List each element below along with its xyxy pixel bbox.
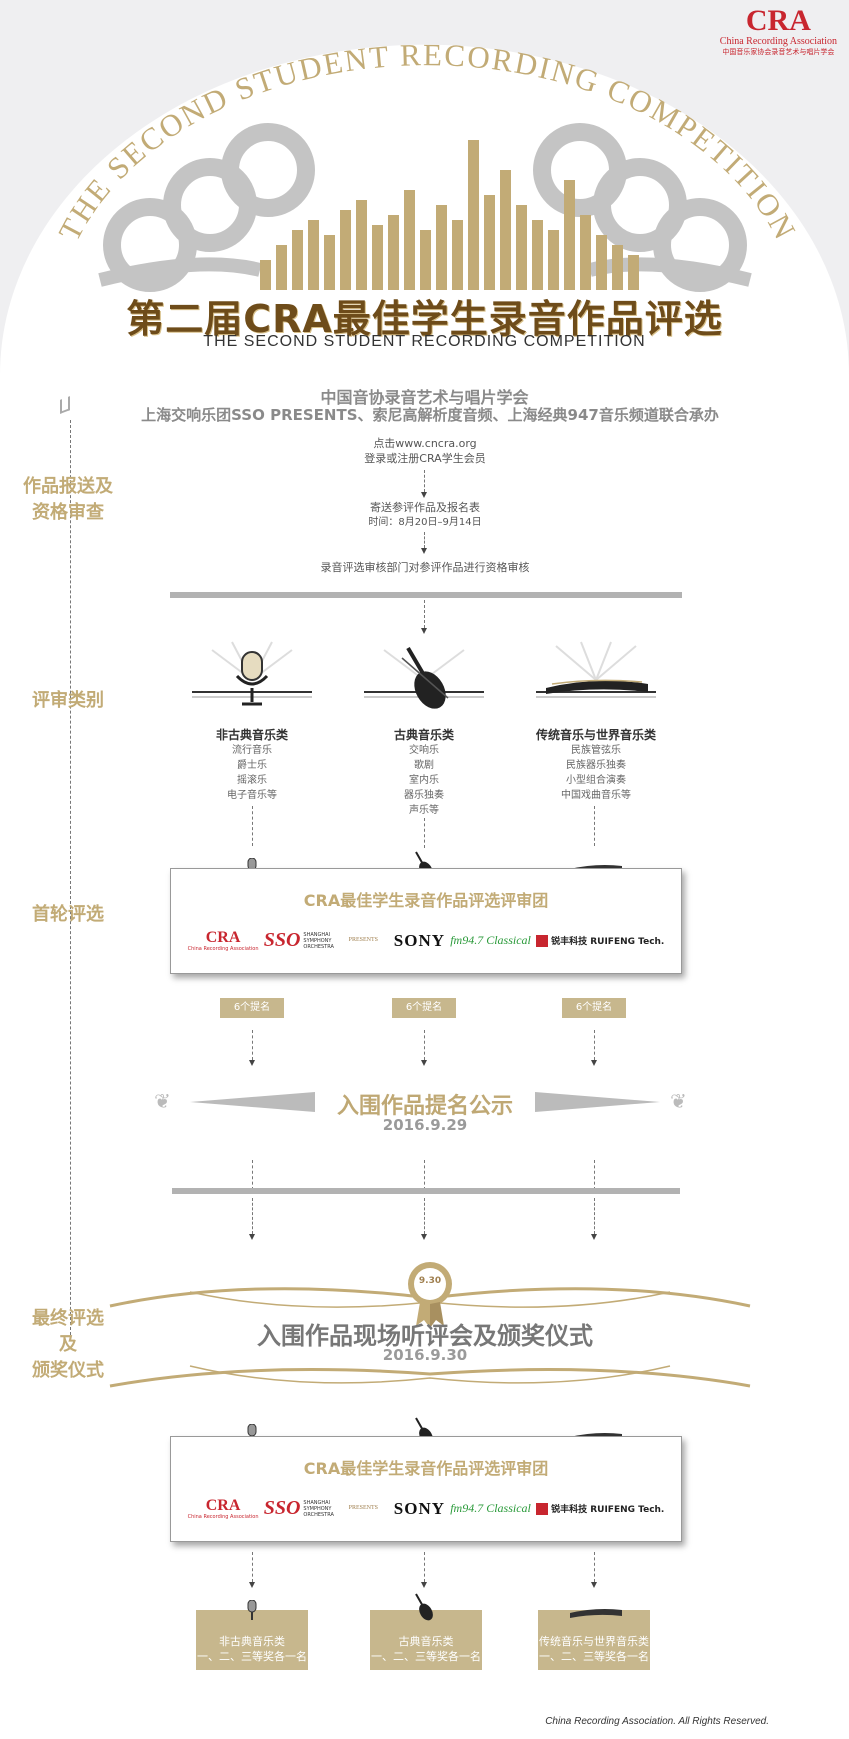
sponsor-ruifeng: 锐丰科技 RUIFENG Tech.: [536, 934, 664, 947]
equalizer-bar: [372, 225, 383, 290]
stage-label-final: 最终评选及颁奖仪式: [32, 1308, 104, 1381]
sponsor-row: CRA China Recording Association SSO SHAN…: [171, 929, 681, 952]
organizer-line-1: 中国音协录音艺术与唱片学会: [320, 388, 529, 407]
equalizer-bar: [436, 205, 447, 290]
category-classical: 古典音乐类 交响乐 歌剧 室内乐 器乐独奏 声乐等: [393, 728, 454, 816]
nomination-tag-1: 6个提名: [220, 998, 284, 1018]
svg-text:❦: ❦: [670, 1089, 687, 1113]
svg-text:❦: ❦: [154, 1089, 171, 1113]
ceremony-seal: 9.30: [418, 1276, 442, 1286]
header-illustration: THE SECOND STUDENT RECORDING COMPETITION: [0, 37, 849, 375]
footer-copyright: China Recording Association. All Rights …: [545, 1716, 769, 1727]
equalizer-bar: [612, 245, 623, 290]
equalizer-bar: [404, 190, 415, 290]
equalizer-bar: [548, 230, 559, 290]
sponsor-sso: SSO SHANGHAI SYMPHONY ORCHESTRA: [263, 929, 334, 951]
equalizer-bar: [276, 245, 287, 290]
organizer-line-2: 上海交响乐团SSO PRESENTS、索尼高解析度音频、上海经典947音乐频道联…: [141, 406, 719, 424]
equalizer-bar: [580, 215, 591, 290]
equalizer-bar: [388, 215, 399, 290]
announcement-title: 入围作品提名公示: [336, 1094, 513, 1119]
award-box-classical: 古典音乐类 一、二、三等奖各一名: [370, 1610, 482, 1670]
sponsor-sony: SONY: [393, 930, 446, 950]
ceremony-title: 入围作品现场听评会及颁奖仪式: [257, 1322, 593, 1350]
step-send: 寄送参评作品及报名表 时间：8月20日–9月14日: [368, 501, 482, 528]
sponsor-presents: PRESENTS: [348, 937, 378, 943]
nomination-tag-2: 6个提名: [392, 998, 456, 1018]
jury-panel-2: CRA最佳学生录音作品评选评审团 CRA China Recording Ass…: [170, 1436, 682, 1542]
decor-rings-right: [533, 123, 752, 292]
equalizer-bar: [420, 230, 431, 290]
equalizer-bar: [260, 260, 271, 290]
step-register: 点击www.cncra.org 登录或注册CRA学生会员: [364, 437, 486, 465]
jury-title: CRA最佳学生录音作品评选评审团: [303, 891, 549, 910]
equalizer-bar: [628, 255, 639, 290]
category-non-classical: 非古典音乐类 流行音乐 爵士乐 摇滚乐 电子音乐等: [215, 728, 288, 801]
equalizer-bar: [564, 180, 575, 290]
guzheng-icon-award: [568, 1604, 624, 1618]
equalizer-bars: [260, 140, 639, 290]
page-title: 第二届CRA最佳学生录音作品评选: [126, 297, 723, 341]
step-review: 录音评选审核部门对参评作品进行资格审核: [320, 561, 530, 574]
guzheng-icon: [536, 640, 656, 710]
sponsor-sony: SONY: [393, 1498, 446, 1518]
dome-background: [0, 44, 849, 375]
header-banner: THE SECOND STUDENT RECORDING COMPETITION: [0, 0, 849, 375]
equalizer-bar: [356, 200, 367, 290]
decor-rings-left: [98, 123, 315, 292]
sponsor-cra: CRA China Recording Association: [187, 928, 259, 952]
divider-bar-2: [172, 1188, 680, 1194]
stage-label-categories: 评审类别: [32, 690, 104, 711]
category-traditional: 传统音乐与世界音乐类 民族管弦乐 民族器乐独奏 小型组合演奏 中国戏曲音乐等: [535, 728, 656, 801]
ceremony-date: 2016.9.30: [382, 1346, 468, 1364]
equalizer-bar: [484, 195, 495, 290]
ruifeng-logo-icon: [536, 934, 549, 947]
stage-label-first-round: 首轮评选: [32, 904, 104, 925]
equalizer-bar: [340, 210, 351, 290]
violin-icon-award: [410, 1592, 438, 1622]
sponsor-ruifeng: 锐丰科技 RUIFENG Tech.: [536, 1502, 664, 1515]
sponsor-fm947: fm94.7 Classical: [450, 933, 531, 947]
sponsor-presents: PRESENTS: [348, 1505, 378, 1511]
equalizer-bar: [500, 170, 511, 290]
page-subtitle: THE SECOND STUDENT RECORDING COMPETITION: [203, 333, 646, 350]
sponsor-fm947: fm94.7 Classical: [450, 1501, 531, 1515]
timeline-line: [70, 420, 71, 1340]
equalizer-bar: [324, 235, 335, 290]
microphone-icon-award: [245, 1599, 259, 1622]
ruifeng-logo-icon: [536, 1502, 549, 1515]
jury-title-2: CRA最佳学生录音作品评选评审团: [303, 1459, 549, 1478]
equalizer-bar: [516, 205, 527, 290]
jury-panel-1: CRA最佳学生录音作品评选评审团 CRA China Recording Ass…: [170, 868, 682, 974]
divider-bar-1: [170, 592, 682, 598]
equalizer-bar: [452, 220, 463, 290]
book-icon: [60, 396, 70, 414]
equalizer-bar: [292, 230, 303, 290]
equalizer-bar: [468, 140, 479, 290]
microphone-icon: [192, 640, 312, 710]
ceremony-ornament: [100, 1256, 760, 1406]
sponsor-cra: CRA China Recording Association: [187, 1496, 259, 1520]
award-box-traditional: 传统音乐与世界音乐类 一、二、三等奖各一名: [538, 1610, 650, 1670]
equalizer-bar: [308, 220, 319, 290]
stage-label-submission: 作品报送及资格审查: [23, 476, 113, 523]
sponsor-sso: SSO SHANGHAI SYMPHONY ORCHESTRA: [263, 1497, 334, 1519]
equalizer-bar: [532, 220, 543, 290]
cra-logo: CRA China Recording Association 中国音乐家协会录…: [719, 4, 837, 57]
equalizer-bar: [596, 235, 607, 290]
nomination-tag-3: 6个提名: [562, 998, 626, 1018]
announcement-ornament: ❦ ❦: [140, 1082, 710, 1122]
violin-icon: [364, 636, 484, 716]
sponsor-row-2: CRA China Recording Association SSO SHAN…: [171, 1497, 681, 1520]
announcement-date: 2016.9.29: [382, 1116, 468, 1134]
